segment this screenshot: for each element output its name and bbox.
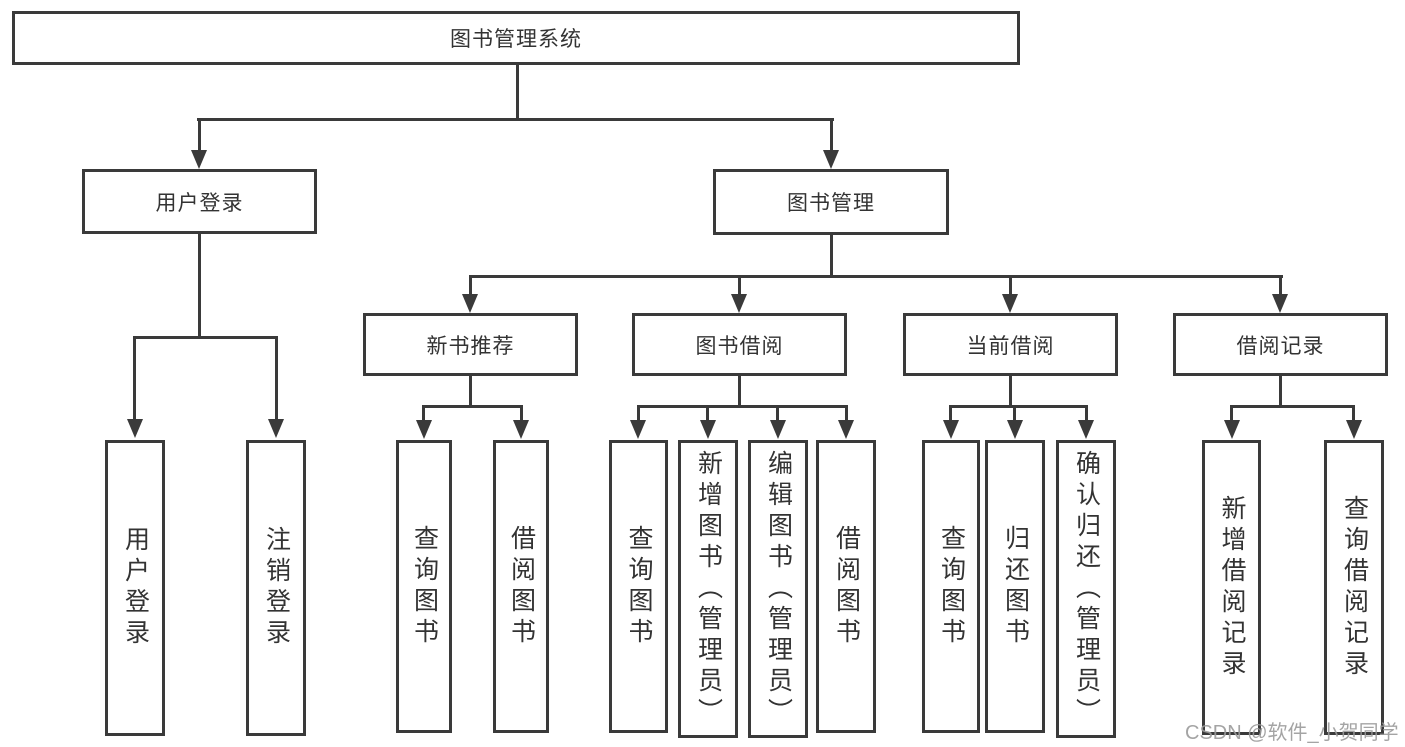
leaf-query-books-current: 查询图书 bbox=[922, 440, 980, 733]
arrowhead bbox=[700, 420, 716, 439]
node-book-mgmt: 图书管理 bbox=[713, 169, 949, 235]
connector-line bbox=[1230, 405, 1355, 408]
arrowhead bbox=[1078, 420, 1094, 439]
node-root-label: 图书管理系统 bbox=[450, 28, 582, 51]
leaf-return-books: 归还图书 bbox=[985, 440, 1045, 733]
connector-line bbox=[133, 336, 278, 339]
connector-line bbox=[738, 275, 741, 295]
node-book-borrow: 图书借阅 bbox=[632, 313, 847, 376]
arrowhead bbox=[127, 419, 143, 438]
node-current-borrow: 当前借阅 bbox=[903, 313, 1118, 376]
node-borrow-records-label: 借阅记录 bbox=[1236, 334, 1325, 358]
connector-line bbox=[1009, 275, 1012, 295]
arrowhead bbox=[462, 294, 478, 313]
connector-line bbox=[198, 234, 201, 338]
arrowhead bbox=[1002, 294, 1018, 313]
node-user-login-label: 用户登录 bbox=[155, 191, 244, 215]
leaf-add-books-admin: 新增图书（管理员） bbox=[678, 440, 738, 738]
connector-line bbox=[637, 405, 640, 421]
node-book-borrow-label: 图书借阅 bbox=[695, 334, 784, 358]
leaf-confirm-return-admin: 确认归还（管理员） bbox=[1056, 440, 1116, 738]
connector-line bbox=[776, 405, 779, 421]
connector-line bbox=[197, 118, 834, 121]
node-borrow-records: 借阅记录 bbox=[1173, 313, 1388, 376]
arrowhead bbox=[1346, 420, 1362, 439]
arrowhead bbox=[1007, 420, 1023, 439]
node-root: 图书管理系统 bbox=[12, 11, 1020, 65]
connector-line bbox=[1230, 405, 1233, 421]
leaf-borrow-books: 借阅图书 bbox=[816, 440, 876, 733]
arrowhead bbox=[416, 420, 432, 439]
leaf-query-books-recommend: 查询图书 bbox=[396, 440, 452, 733]
connector-line bbox=[830, 235, 833, 277]
leaf-edit-books-admin: 编辑图书（管理员） bbox=[748, 440, 808, 738]
connector-line bbox=[520, 405, 523, 421]
connector-line bbox=[469, 275, 1283, 278]
connector-line bbox=[738, 376, 741, 407]
arrowhead bbox=[823, 150, 839, 169]
connector-line bbox=[133, 336, 136, 420]
arrowhead bbox=[943, 420, 959, 439]
watermark: CSDN @软件_小贺同学 bbox=[1185, 722, 1399, 744]
leaf-query-books-borrow: 查询图书 bbox=[609, 440, 668, 733]
connector-line bbox=[830, 118, 833, 150]
connector-line bbox=[198, 118, 201, 150]
arrowhead bbox=[770, 420, 786, 439]
connector-line bbox=[469, 275, 472, 295]
connector-line bbox=[275, 336, 278, 420]
arrowhead bbox=[268, 419, 284, 438]
connector-line bbox=[422, 405, 425, 421]
node-current-borrow-label: 当前借阅 bbox=[966, 334, 1055, 358]
arrowhead bbox=[731, 294, 747, 313]
arrowhead bbox=[513, 420, 529, 439]
leaf-user-login: 用户登录 bbox=[105, 440, 165, 736]
arrowhead bbox=[1224, 420, 1240, 439]
connector-line bbox=[516, 65, 519, 121]
node-book-mgmt-label: 图书管理 bbox=[787, 192, 875, 215]
connector-line bbox=[1352, 405, 1355, 421]
leaf-query-borrow-record: 查询借阅记录 bbox=[1324, 440, 1384, 735]
connector-line bbox=[1279, 376, 1282, 407]
connector-line bbox=[949, 405, 952, 421]
connector-line bbox=[1009, 376, 1012, 407]
leaf-logout-login: 注销登录 bbox=[246, 440, 306, 736]
connector-line bbox=[422, 405, 523, 408]
connector-line bbox=[637, 405, 848, 408]
connector-line bbox=[1013, 405, 1016, 421]
leaf-add-borrow-record: 新增借阅记录 bbox=[1202, 440, 1261, 735]
arrowhead bbox=[838, 420, 854, 439]
arrowhead bbox=[1272, 294, 1288, 313]
connector-line bbox=[845, 405, 848, 421]
leaf-borrow-books-recommend: 借阅图书 bbox=[493, 440, 549, 733]
node-new-books-label: 新书推荐 bbox=[426, 334, 515, 358]
node-user-login: 用户登录 bbox=[82, 169, 317, 234]
connector-line bbox=[706, 405, 709, 421]
connector-line bbox=[1085, 405, 1088, 421]
arrowhead bbox=[630, 420, 646, 439]
arrowhead bbox=[191, 150, 207, 169]
connector-line bbox=[469, 376, 472, 407]
connector-line bbox=[1279, 275, 1282, 295]
connector-line bbox=[949, 405, 1088, 408]
node-new-books: 新书推荐 bbox=[363, 313, 578, 376]
